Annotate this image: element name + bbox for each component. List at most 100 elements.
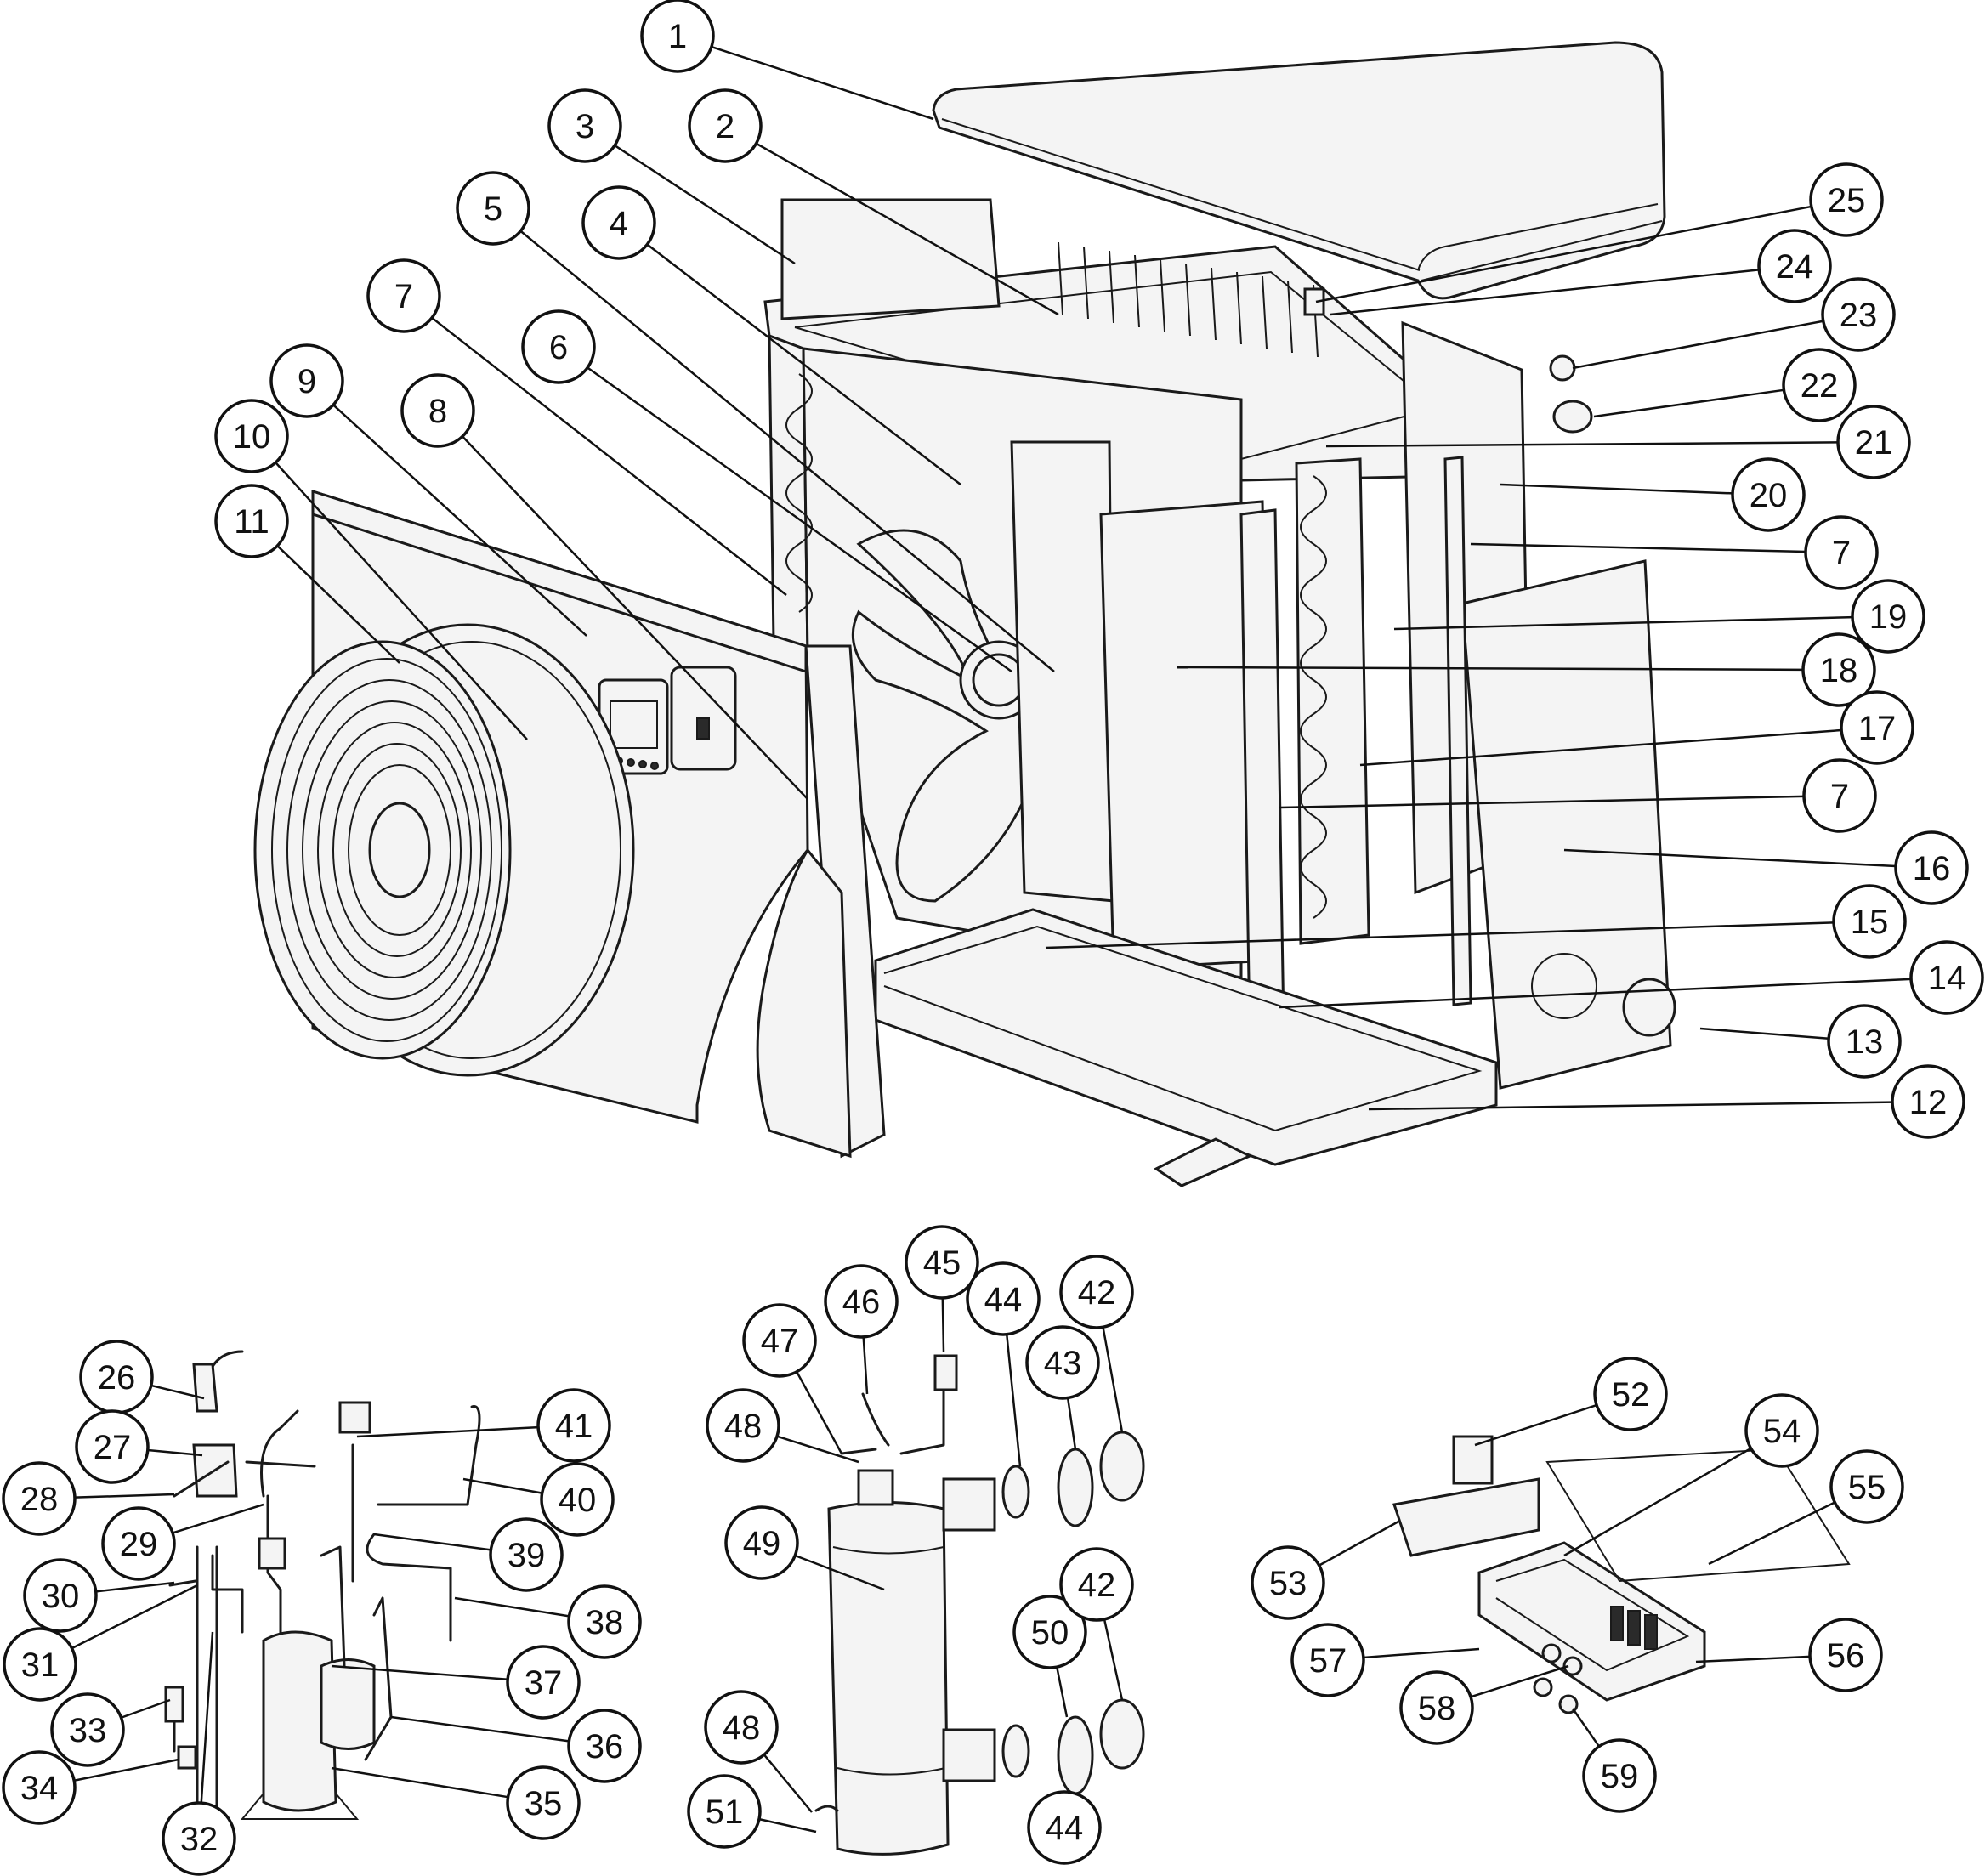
part-callout: 55 xyxy=(1829,1449,1904,1524)
callout-circle xyxy=(905,1225,979,1300)
callout-leader-line xyxy=(1005,1334,1022,1467)
callout-number: 1 xyxy=(668,18,687,55)
callout-circle xyxy=(506,1765,581,1840)
callout-leader-line xyxy=(462,435,808,800)
part-callout: 29 xyxy=(101,1506,176,1581)
callout-leader-line xyxy=(95,1581,175,1593)
part-callout: 1 xyxy=(640,0,715,73)
callout-circle xyxy=(1399,1670,1474,1745)
callout-number: 35 xyxy=(525,1785,563,1822)
callout-leader-line xyxy=(454,1596,570,1618)
callout-leader-line xyxy=(1330,269,1760,316)
part-callout: 56 xyxy=(1808,1618,1883,1692)
callout-leader-line xyxy=(1393,615,1853,631)
callout-circle xyxy=(1027,1790,1102,1865)
callout-circle xyxy=(1757,229,1832,303)
callout-number: 13 xyxy=(1846,1023,1884,1061)
callout-leader-line xyxy=(1500,483,1733,495)
callout-number: 12 xyxy=(1909,1084,1948,1121)
callout-circle xyxy=(1909,940,1984,1015)
callout-number: 44 xyxy=(984,1281,1023,1318)
callout-circle xyxy=(724,1505,799,1580)
part-callout: 13 xyxy=(1827,1004,1902,1079)
part-callout: 42 xyxy=(1059,1547,1134,1622)
callout-number: 44 xyxy=(1046,1810,1084,1847)
callout-leader-line xyxy=(1470,542,1806,553)
callout-number: 27 xyxy=(94,1429,132,1466)
callout-circle xyxy=(1827,1004,1902,1079)
part-callout: 7 xyxy=(1804,515,1879,590)
part-callout: 38 xyxy=(567,1584,642,1659)
callout-circle xyxy=(567,1584,642,1659)
callout-number: 26 xyxy=(98,1359,136,1397)
callout-number: 57 xyxy=(1309,1642,1347,1680)
callout-leader-line xyxy=(1363,1647,1480,1659)
callout-number: 47 xyxy=(761,1323,799,1360)
callout-circle xyxy=(214,484,289,558)
callout-leader-line xyxy=(614,144,796,265)
callout-leader-line xyxy=(390,1715,570,1743)
callout-number: 58 xyxy=(1418,1690,1456,1727)
callout-circle xyxy=(824,1264,899,1339)
callout-number: 5 xyxy=(484,190,502,228)
callout-leader-line xyxy=(200,1631,214,1804)
callout-circle xyxy=(1251,1545,1325,1620)
callout-circle xyxy=(489,1517,564,1592)
part-callout: 10 xyxy=(214,399,289,473)
callout-circle xyxy=(1840,690,1914,765)
callout-number: 43 xyxy=(1044,1345,1082,1382)
callout-circle xyxy=(1829,1449,1904,1524)
part-callout: 32 xyxy=(162,1801,236,1876)
part-callout: 48 xyxy=(706,1388,780,1463)
callout-number: 29 xyxy=(120,1526,158,1563)
callout-circle xyxy=(1804,515,1879,590)
callout-number: 7 xyxy=(1832,535,1851,572)
callout-number: 46 xyxy=(842,1284,881,1321)
callout-leader-line xyxy=(462,1477,542,1494)
callout-number: 21 xyxy=(1855,424,1893,462)
callout-circle xyxy=(536,1388,611,1463)
callout-number: 17 xyxy=(1858,710,1897,747)
callout-number: 55 xyxy=(1848,1469,1886,1506)
callout-number: 28 xyxy=(20,1481,59,1518)
callout-leader-line xyxy=(1279,978,1912,1009)
callout-number: 52 xyxy=(1612,1376,1650,1414)
callout-leader-line xyxy=(331,1766,508,1799)
part-callout: 30 xyxy=(23,1558,98,1633)
callout-leader-line xyxy=(1699,1027,1829,1040)
callout-number: 33 xyxy=(69,1712,107,1749)
callout-number: 18 xyxy=(1820,652,1858,689)
callout-number: 48 xyxy=(724,1408,763,1445)
callout-leader-line xyxy=(356,1425,539,1438)
heat-exchanger-drawing xyxy=(814,1354,1145,1856)
part-callout: 12 xyxy=(1891,1064,1965,1139)
callout-leader-line xyxy=(1695,1655,1811,1663)
callout-number: 32 xyxy=(180,1821,218,1858)
callout-leader-line xyxy=(1066,1397,1077,1450)
callout-circle xyxy=(75,1409,150,1484)
callout-circle xyxy=(2,1750,77,1825)
callout-circle xyxy=(1809,162,1884,237)
callout-circle xyxy=(1012,1595,1087,1669)
callout-leader-line xyxy=(373,1533,491,1551)
callout-leader-line xyxy=(1177,666,1804,672)
callout-leader-line xyxy=(755,142,1059,316)
callout-leader-line xyxy=(150,1384,205,1400)
part-callout: 46 xyxy=(824,1264,899,1339)
callout-number: 41 xyxy=(555,1408,593,1445)
callout-leader-line xyxy=(1708,1501,1835,1566)
callout-number: 40 xyxy=(559,1482,597,1519)
callout-leader-line xyxy=(1359,728,1842,767)
part-callout: 27 xyxy=(75,1409,150,1484)
callout-number: 59 xyxy=(1601,1758,1639,1795)
callout-circle xyxy=(50,1692,125,1767)
callout-number: 11 xyxy=(234,503,269,541)
callout-circle xyxy=(1821,277,1896,352)
callout-circle xyxy=(704,1690,779,1765)
callout-number: 24 xyxy=(1776,248,1814,286)
callout-number: 15 xyxy=(1851,904,1889,941)
callout-leader-line xyxy=(1563,848,1897,868)
callout-circle xyxy=(101,1506,176,1581)
part-callout: 9 xyxy=(269,343,344,418)
callout-number: 20 xyxy=(1750,477,1788,514)
